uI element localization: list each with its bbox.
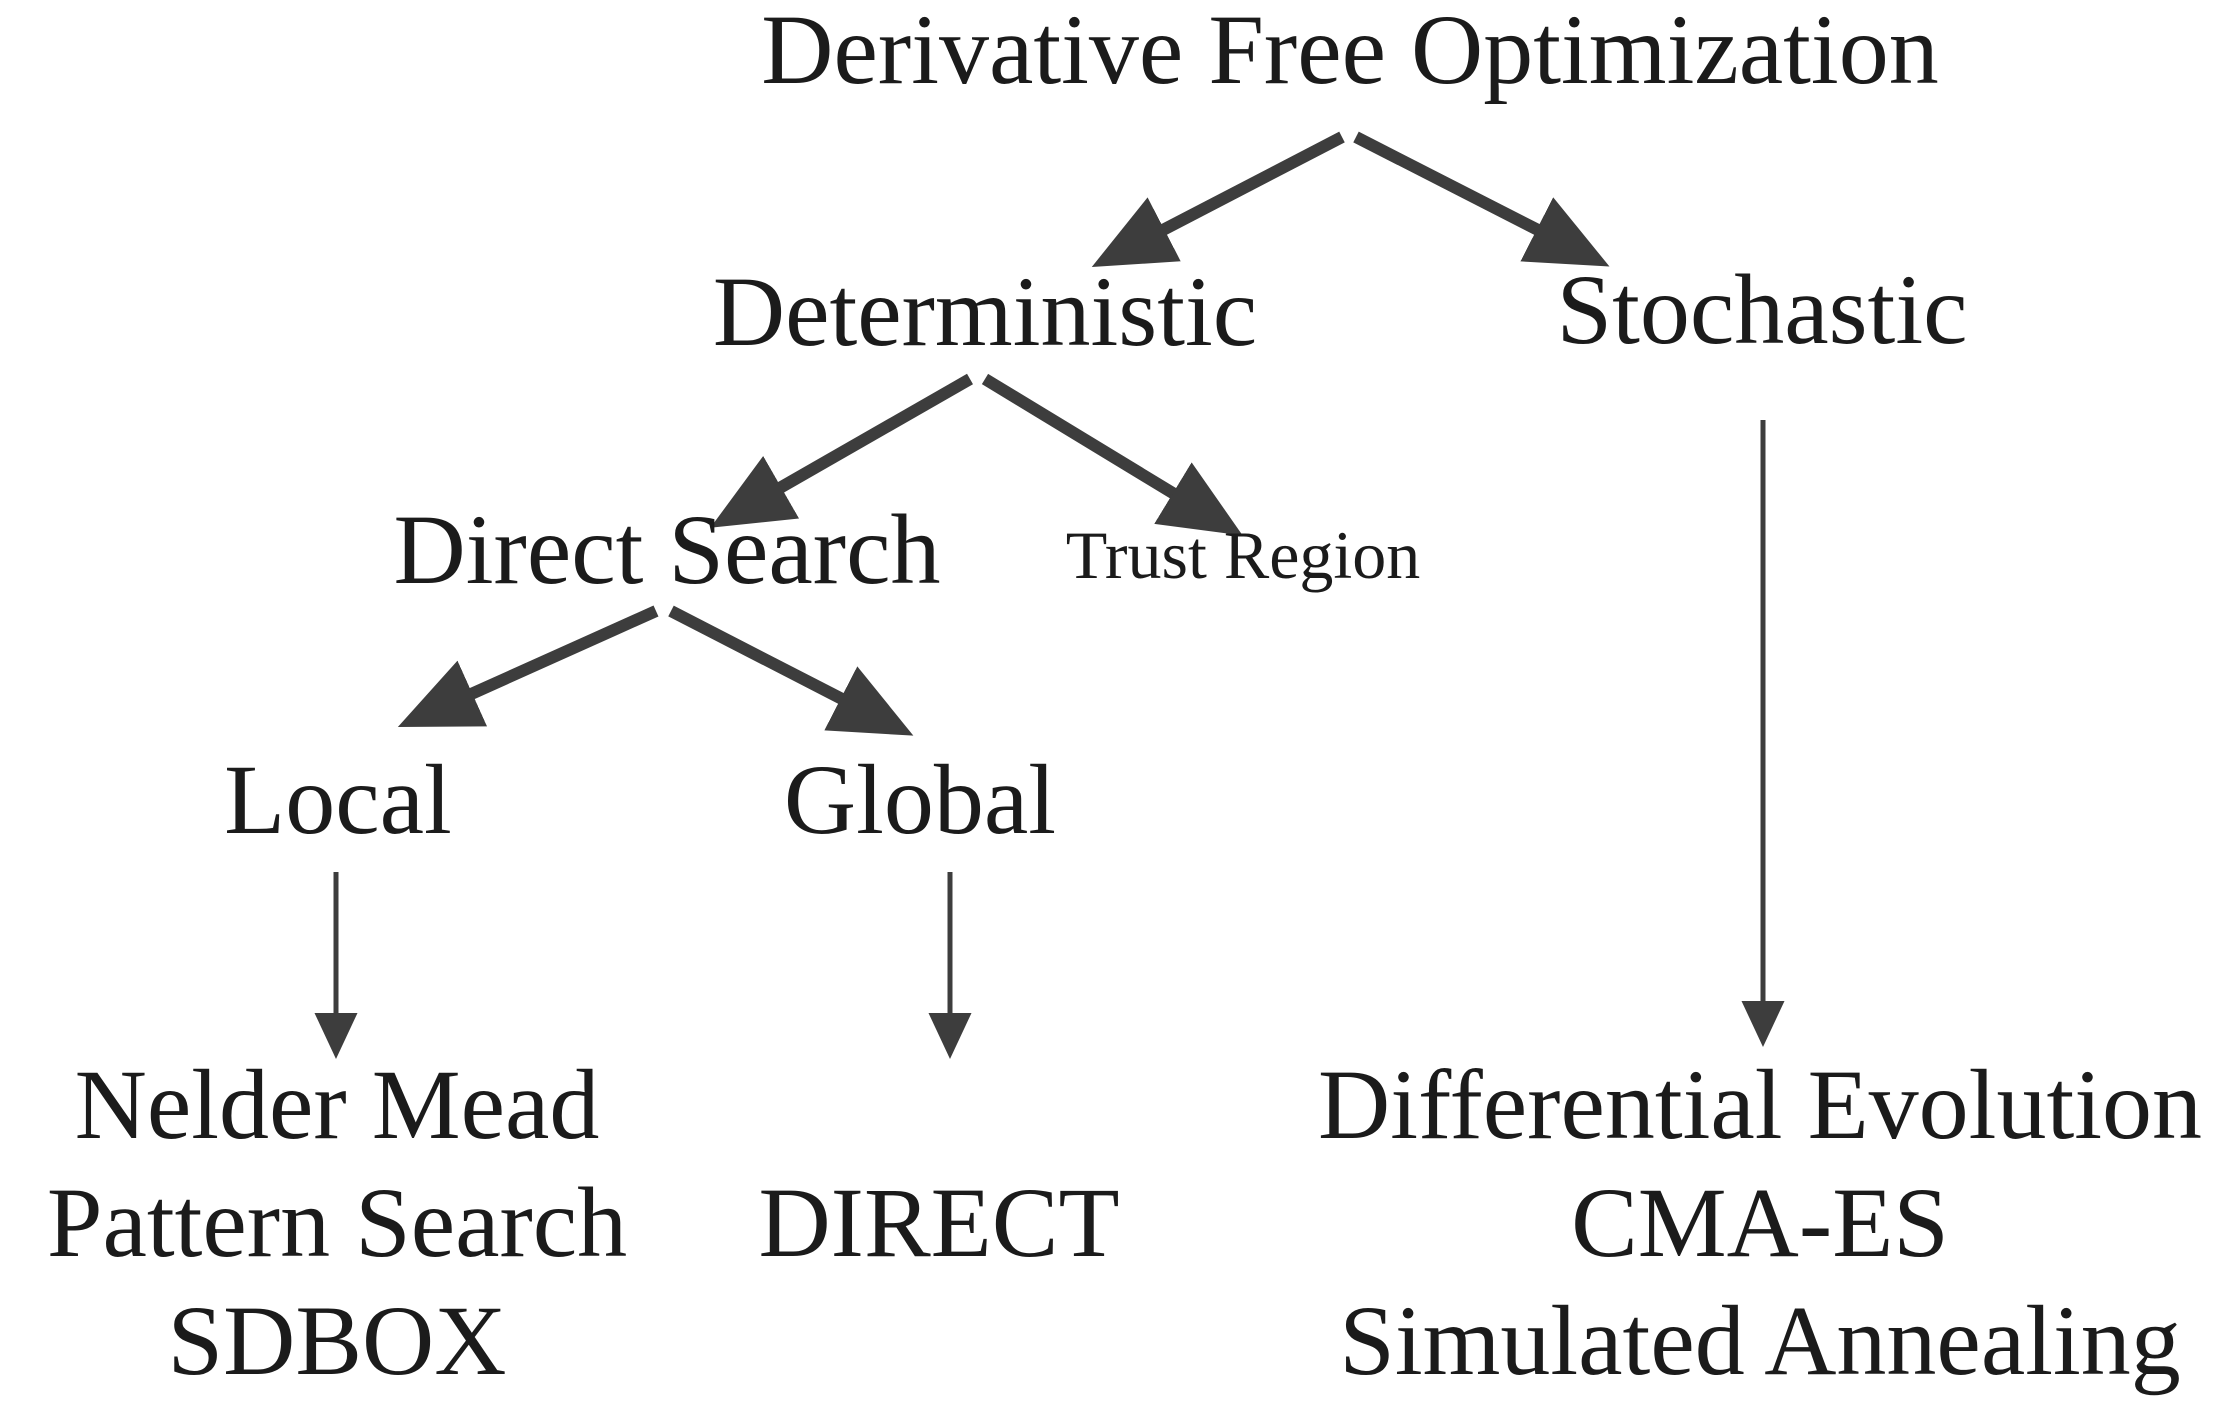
- node-deterministic: Deterministic: [712, 256, 1258, 367]
- leaf-group-stochastic-methods: Differential Evolution CMA-ES Simulated …: [1318, 1046, 2202, 1400]
- leaf-direct: DIRECT: [758, 1167, 1120, 1278]
- leaf-group-global-method: DIRECT: [758, 1164, 1119, 1282]
- node-stochastic: Stochastic: [1556, 254, 1968, 365]
- node-trust-region: Trust Region: [1065, 517, 1421, 593]
- leaf-sdbox: SDBOX: [167, 1285, 507, 1396]
- arrow-root-to-stochastic: [1353, 131, 1610, 267]
- node-local: Local: [224, 744, 452, 855]
- node-global: Global: [783, 744, 1057, 855]
- node-derivative-free-optimization: Derivative Free Optimization: [761, 0, 1939, 105]
- leaf-differential-evolution: Differential Evolution: [1317, 1049, 2203, 1160]
- leaf-pattern-search: Pattern Search: [46, 1167, 628, 1278]
- leaf-cma-es: CMA-ES: [1571, 1167, 1949, 1278]
- arrow-direct-search-to-local: [397, 605, 659, 727]
- leaf-simulated-annealing: Simulated Annealing: [1339, 1285, 2181, 1396]
- arrow-deterministic-to-trust-region: [981, 373, 1243, 536]
- leaf-group-local-methods: Nelder Mead Pattern Search SDBOX: [47, 1046, 627, 1400]
- arrow-root-to-deterministic: [1091, 131, 1345, 267]
- arrow-deterministic-to-direct-search: [710, 373, 973, 528]
- leaf-nelder-mead: Nelder Mead: [74, 1049, 600, 1160]
- node-direct-search: Direct Search: [393, 494, 941, 605]
- arrow-direct-search-to-global: [668, 605, 914, 736]
